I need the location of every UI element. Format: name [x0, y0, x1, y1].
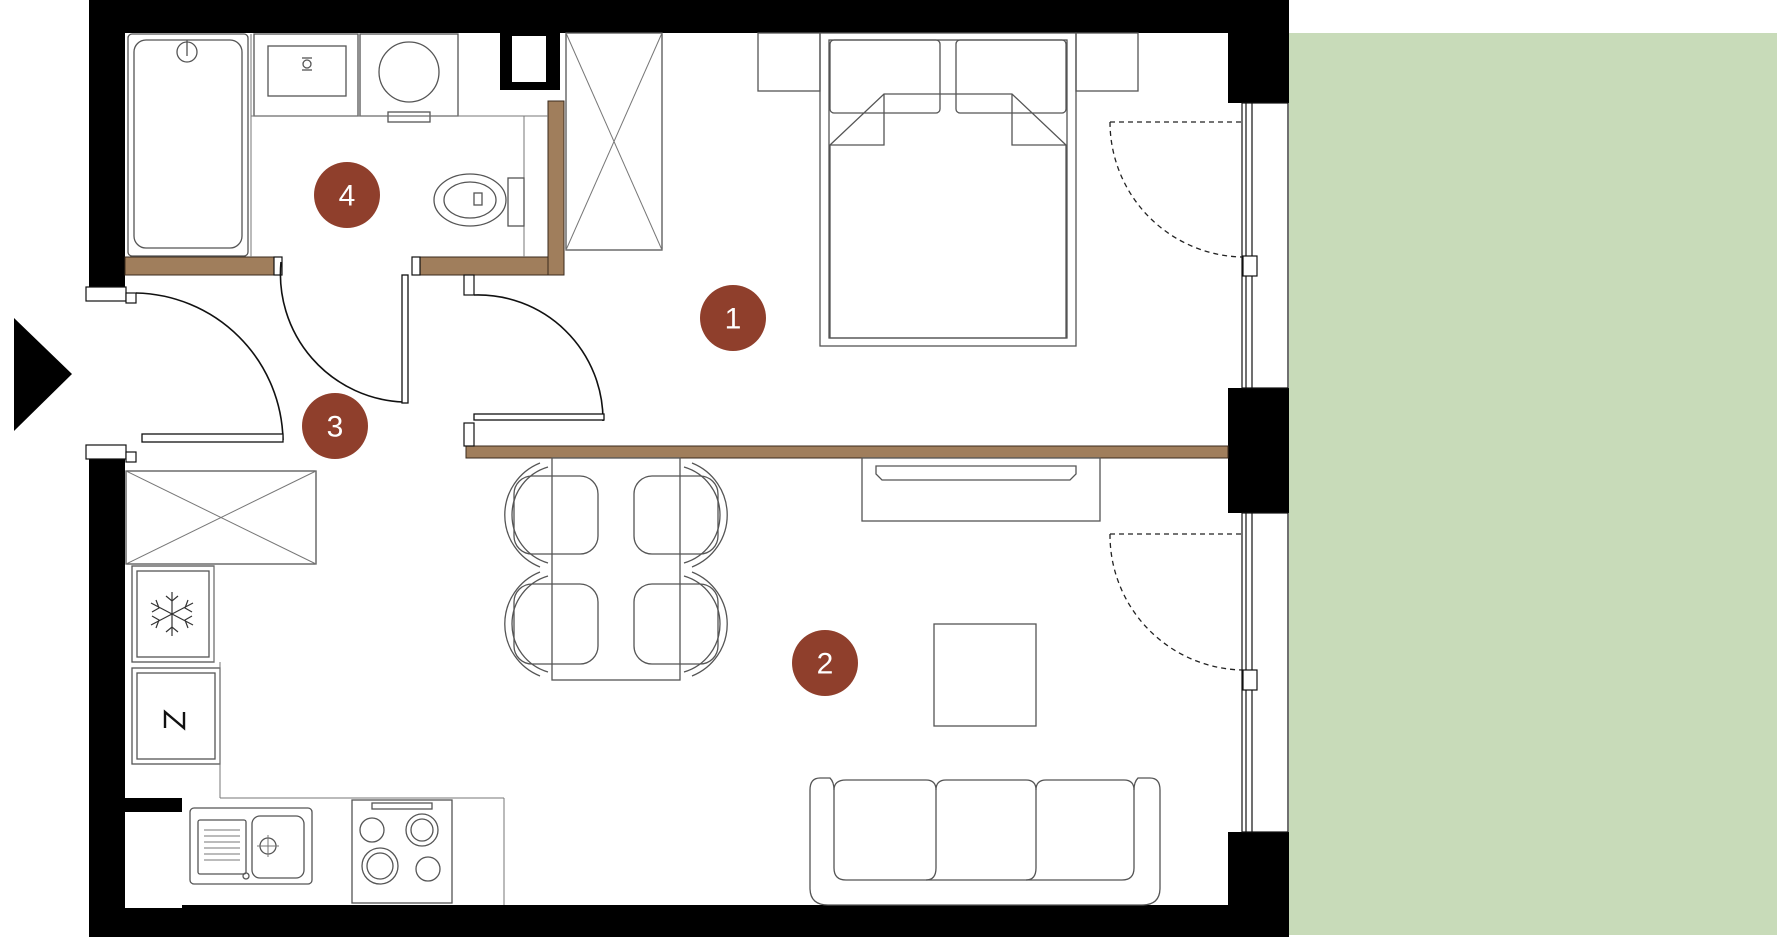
room-badge-3: 3: [302, 393, 368, 459]
double-bed: [819, 32, 1077, 347]
entrance-jambs: [85, 286, 137, 463]
nightstand-right: [1075, 32, 1139, 92]
dining-chair: [633, 462, 728, 568]
room-number: 3: [327, 411, 344, 444]
window-frames: [1241, 102, 1289, 833]
toilet: [433, 173, 525, 227]
bedroom-window-door[interactable]: [1109, 121, 1243, 258]
entrance-arrow-icon[interactable]: [14, 318, 72, 431]
bedroom-door[interactable]: [473, 294, 605, 422]
room-number: 4: [339, 180, 356, 213]
coffee-table: [933, 623, 1037, 727]
tv-cabinet: [861, 457, 1101, 522]
bathroom-door[interactable]: [279, 261, 409, 404]
wardrobe-bedroom: [565, 32, 663, 251]
dining-chair: [504, 571, 599, 677]
sofa: [809, 777, 1161, 906]
nightstand-left: [757, 32, 821, 92]
room-badge-2: 2: [792, 630, 858, 696]
washing-machine: [359, 33, 459, 123]
living-window-door[interactable]: [1109, 533, 1243, 671]
wardrobe-hall: [125, 470, 317, 565]
partition-jambs: [273, 256, 475, 447]
dishwasher-icon: [163, 709, 186, 731]
window-panes: [1242, 103, 1258, 832]
room-number: 1: [725, 303, 742, 336]
dining-table: [551, 457, 681, 681]
snowflake-icon: [150, 592, 194, 636]
column-void: [125, 812, 182, 908]
shaft-void: [512, 36, 546, 82]
bathroom-sink: [253, 33, 359, 117]
dishwasher: [131, 667, 221, 765]
terrace: [1289, 33, 1777, 935]
dining-chair: [504, 462, 599, 568]
room-number: 2: [817, 648, 834, 681]
room-badge-1: 1: [700, 285, 766, 351]
cooktop: [351, 799, 453, 904]
partitions: [124, 100, 1229, 459]
entrance-door[interactable]: [135, 292, 284, 443]
kitchen-sink: [189, 807, 313, 885]
dining-chair: [633, 571, 728, 677]
bathtub: [127, 33, 249, 257]
room-badge-4: 4: [314, 162, 380, 228]
